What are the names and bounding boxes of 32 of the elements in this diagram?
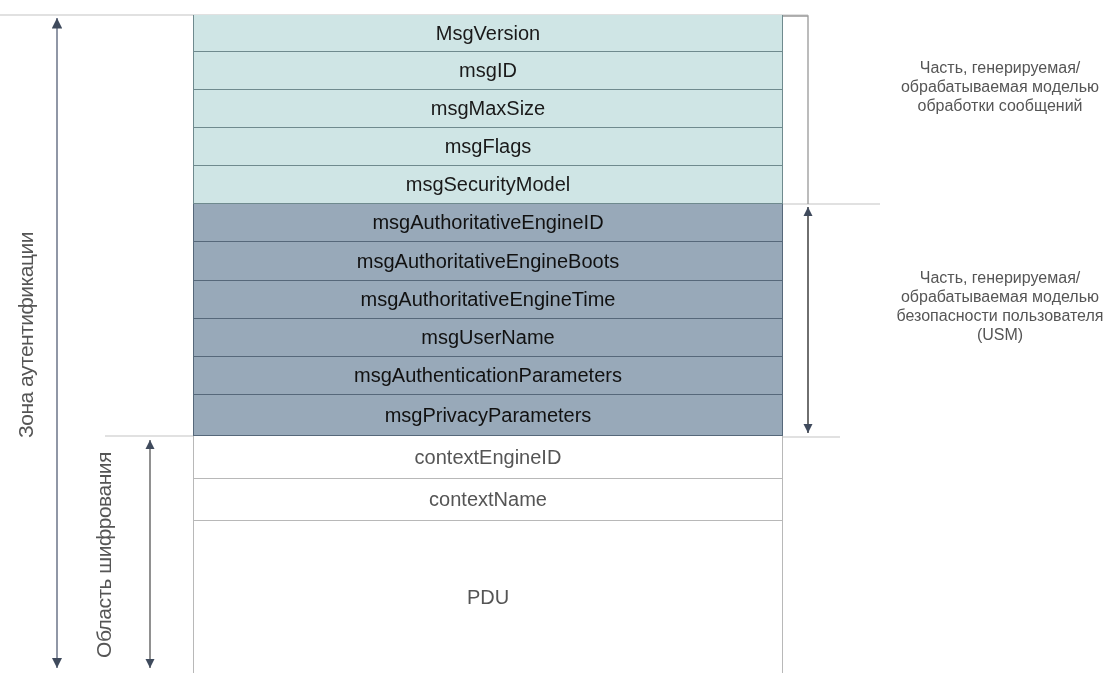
field-name: msgMaxSize	[430, 97, 546, 120]
table-row	[193, 319, 783, 357]
table-row	[193, 90, 783, 128]
field-name: msgSecurityModel	[405, 173, 571, 196]
table-row	[193, 281, 783, 319]
field-name: contextEngineID	[414, 445, 562, 469]
table-row	[193, 395, 783, 436]
field-name: msgUserName	[421, 326, 555, 349]
table-row	[193, 166, 783, 204]
table-row	[193, 521, 783, 673]
table-row	[193, 479, 783, 521]
field-name: msgFlags	[444, 135, 532, 158]
axis-label: Область шифрования	[92, 452, 116, 658]
axis-label: Зона аутентификации	[14, 232, 38, 438]
field-name: msgAuthoritativeEngineTime	[360, 288, 616, 311]
annotation: Часть, генерируемая/ обрабатываемая моделью обработки сообщений	[899, 58, 1101, 115]
field-name: MsgVersion	[435, 21, 541, 45]
field-name: msgAuthoritativeEngineBoots	[356, 249, 620, 273]
field-name: msgAuthenticationParameters	[354, 364, 622, 387]
table-row	[193, 357, 783, 395]
field-name: msgAuthoritativeEngineID	[372, 211, 604, 234]
table-row	[193, 242, 783, 281]
field-name: contextName	[429, 488, 547, 511]
table-row	[193, 15, 783, 52]
field-name: msgID	[459, 59, 517, 82]
field-name: PDU	[466, 585, 510, 609]
table-row	[193, 52, 783, 90]
table-row	[193, 436, 783, 479]
table-row	[193, 128, 783, 166]
field-name: msgPrivacyParameters	[384, 403, 592, 427]
table-row	[193, 204, 783, 242]
annotation: Часть, генерируемая/ обрабатываемая моделью безопасности пользователя (USM)	[895, 268, 1105, 344]
